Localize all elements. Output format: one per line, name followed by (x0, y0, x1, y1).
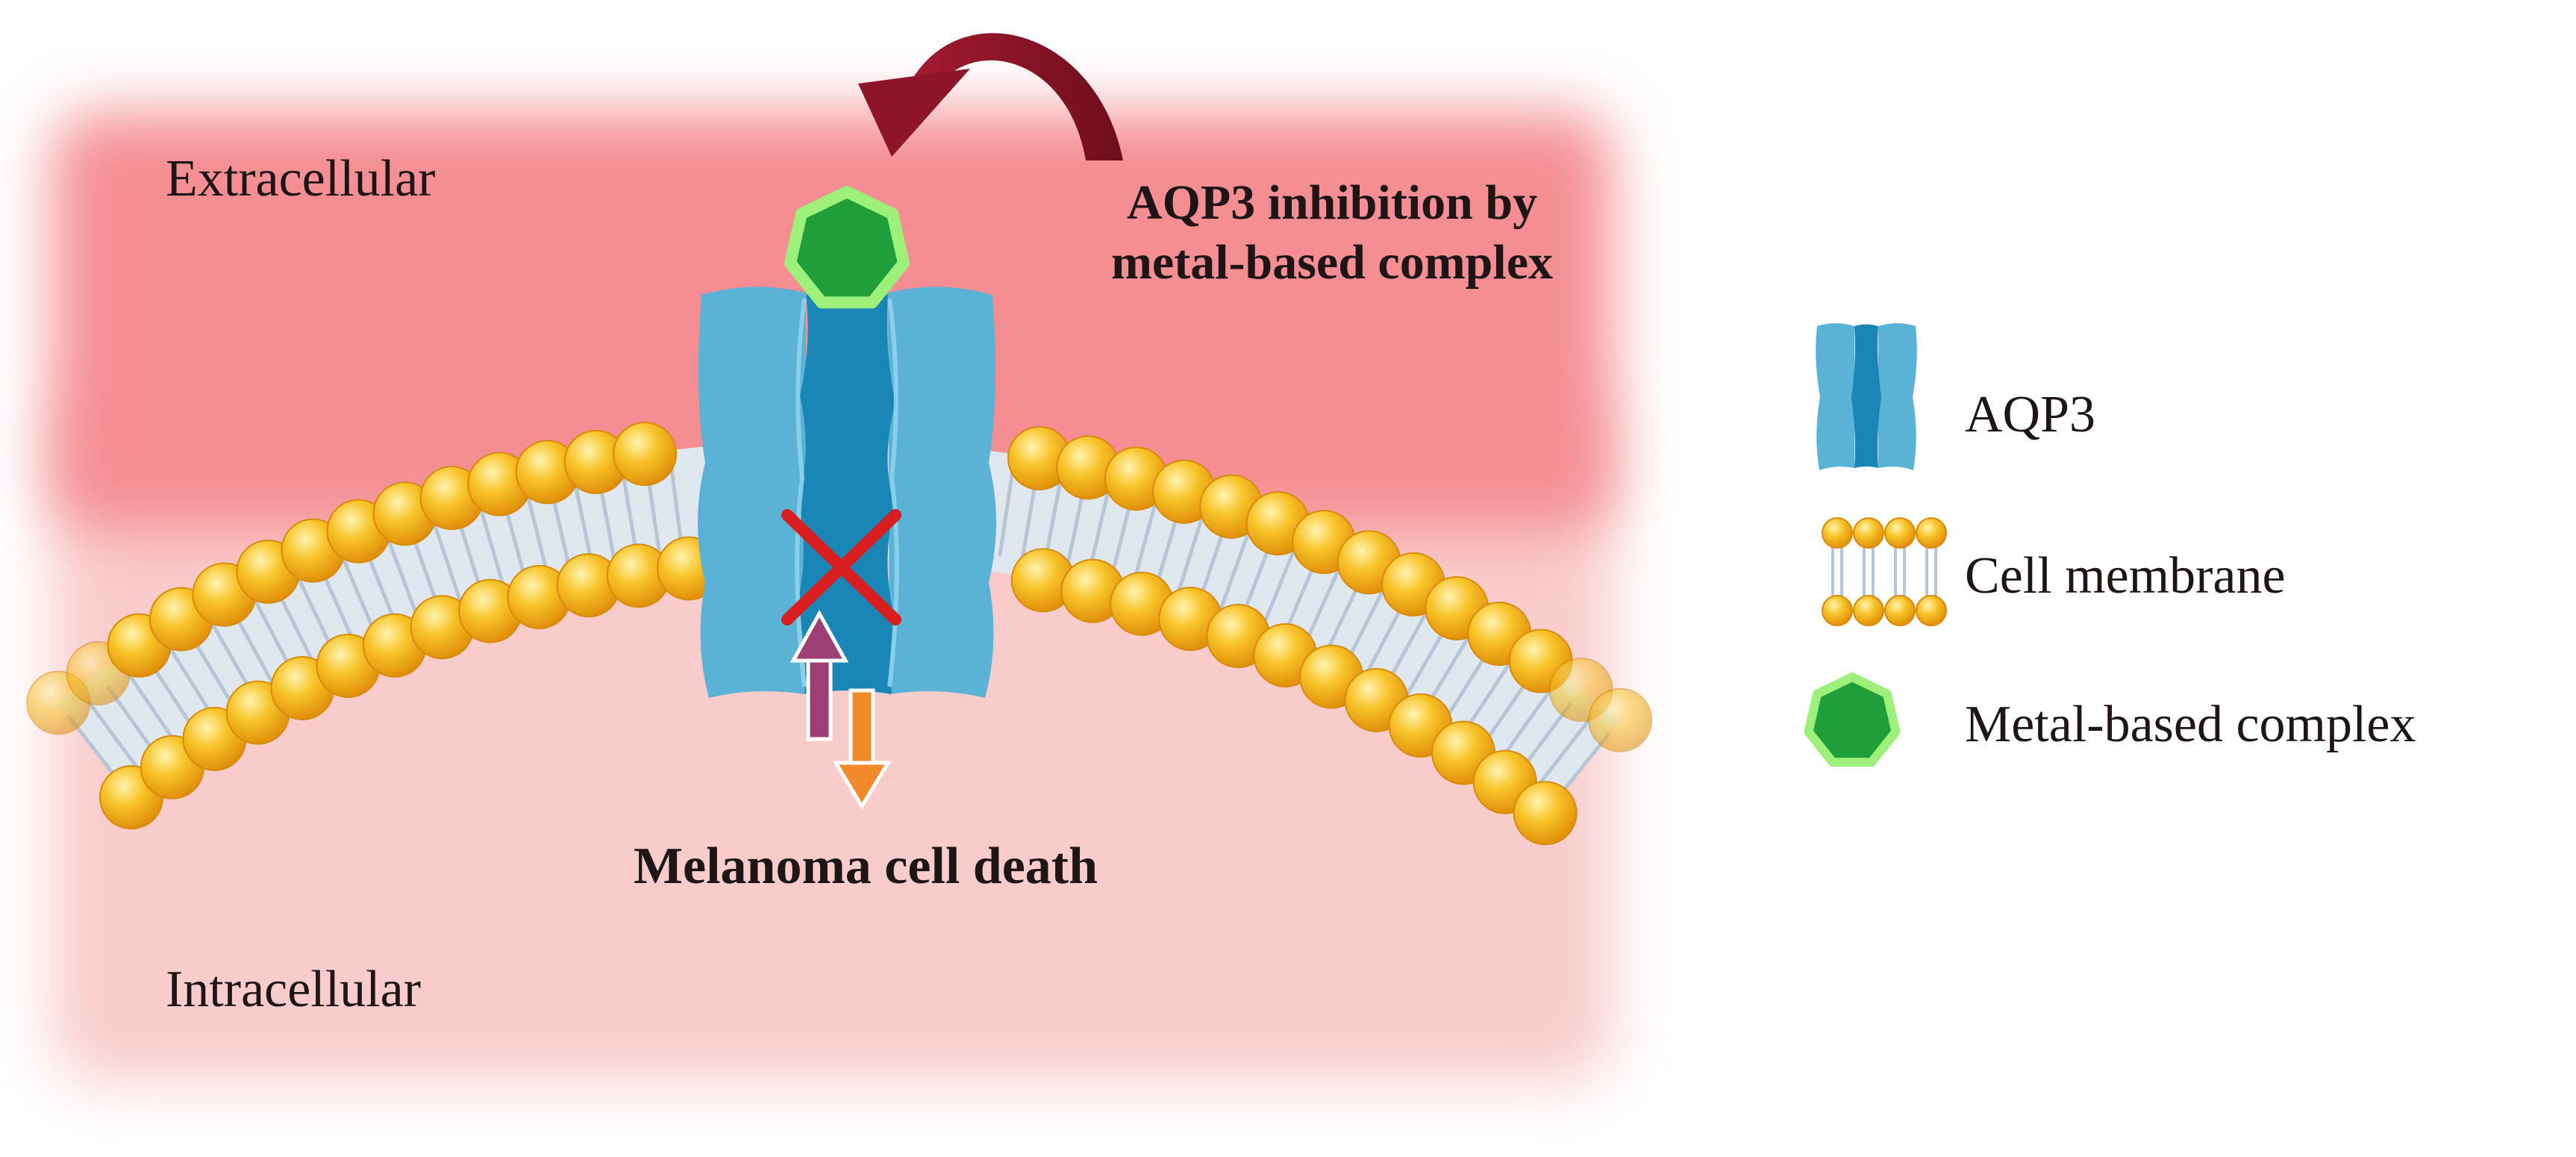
legend-item-cell-membrane: Cell membrane (1822, 517, 2286, 626)
legend-lipid-head (1853, 595, 1884, 626)
lipid-tail (1218, 529, 1251, 613)
lipid-tail (478, 505, 507, 590)
lipid-tail (1131, 500, 1158, 585)
inhibition-arrow-body (910, 33, 1123, 160)
legend-lipid-head (1916, 517, 1947, 549)
lipid-tail (1462, 660, 1513, 735)
lipid-tail (1302, 566, 1342, 647)
green-heptagon-icon (1804, 673, 1901, 767)
legend-label-aqp3: AQP3 (1965, 386, 2095, 443)
extracellular-label: Extracellular (166, 150, 435, 208)
inhibition-caption-line1: AQP3 inhibition by (1127, 175, 1537, 230)
inhibition-curved-arrow (858, 33, 1123, 160)
legend-lipid-head (1822, 595, 1853, 626)
melanoma-cell-death-label: Melanoma cell death (634, 838, 1098, 895)
metal-complex-heptagon (784, 186, 910, 309)
lipid-tail (86, 699, 141, 772)
cell-membrane (26, 421, 1653, 846)
lipid-head (1588, 687, 1653, 752)
legend-lipid-head (1884, 517, 1916, 549)
aqp3-right-subunit (888, 287, 996, 698)
legend-item-aqp3: AQP3 (1816, 323, 2095, 470)
legend-item-metal-complex: Metal-based complex (1804, 673, 2416, 767)
lipid-tail (431, 520, 463, 604)
intracellular-label: Intracellular (166, 961, 421, 1018)
aqp3-channel (698, 287, 996, 698)
lipid-head (613, 421, 678, 486)
lipid-tail (998, 470, 1015, 557)
lipid-tail (1175, 514, 1205, 598)
blocked-transport-x-mark (781, 509, 901, 626)
legend-lipid-head (1853, 517, 1884, 549)
lipid-tail (167, 645, 216, 721)
aqp3-left-subunit (698, 287, 806, 698)
legend-lipid-head (1884, 595, 1916, 626)
lipid-head (1513, 781, 1578, 846)
legend-label-metal-complex: Metal-based complex (1965, 696, 2416, 753)
lipid-tail (126, 671, 178, 746)
legend: AQP3 Cell membrane Metal-based complex (1804, 323, 2416, 767)
legend-lipid-head (1822, 517, 1853, 549)
legend-label-cell-membrane: Cell membrane (1965, 547, 2286, 605)
influx-arrow (790, 609, 849, 741)
lipid-heads-outer-leaflet (26, 421, 1653, 752)
legend-lipid-head (1916, 595, 1947, 626)
lipid-tail (1536, 716, 1592, 788)
inhibition-arrow-head (858, 69, 970, 157)
lipid-bilayer-icon (1822, 517, 1947, 626)
lipid-tail (525, 493, 551, 578)
lipid-heads-inner-leaflet (99, 536, 1578, 846)
lipid-tail (340, 555, 378, 637)
efflux-arrow (832, 688, 892, 810)
lipid-tail (1260, 546, 1297, 629)
lipid-tail (385, 537, 420, 620)
lipid-tail (1499, 687, 1554, 761)
aqp3-channel-icon (1816, 323, 1917, 470)
inhibition-caption-line2: metal-based complex (1111, 235, 1553, 290)
